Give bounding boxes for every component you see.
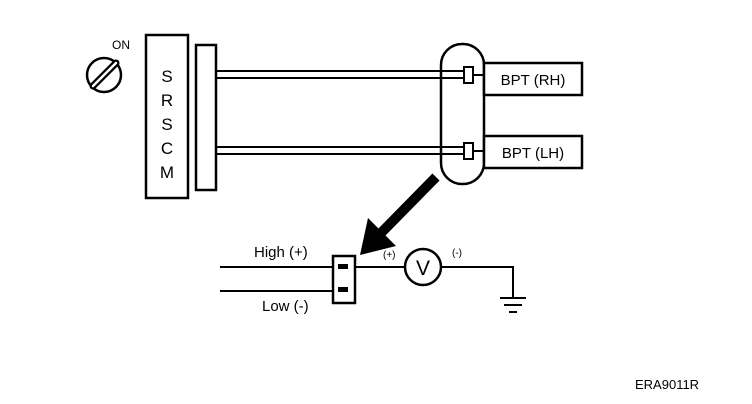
- bpt-lh-pin: [463, 142, 474, 160]
- bpt-rh-label: BPT (RH): [501, 72, 566, 89]
- ignition-on-label: ON: [112, 38, 130, 52]
- terminal-pin-low: [338, 287, 348, 292]
- bpt-rh-pin: [463, 66, 474, 84]
- harness-wires: [216, 70, 466, 155]
- meter-minus-label: (-): [452, 248, 462, 259]
- srscm-box: [144, 33, 190, 200]
- ground-icon: [500, 297, 526, 313]
- srscm-letter: R: [161, 91, 173, 110]
- meter-minus-lead: [441, 266, 514, 297]
- probe-low-label: Low (-): [262, 298, 309, 315]
- srscm-letter: S: [161, 115, 172, 134]
- srscm-letter: C: [161, 139, 173, 158]
- terminal-pin-high: [338, 264, 348, 269]
- bpt-lh-label-box: [482, 134, 584, 170]
- ignition-switch: ON: [85, 38, 130, 94]
- srscm-letter: M: [160, 163, 174, 182]
- meter-plus-label: (+): [383, 250, 396, 261]
- terminal-housing: [331, 254, 357, 305]
- voltmeter-symbol: V: [416, 257, 430, 280]
- bpt-lh-label: BPT (LH): [502, 145, 564, 162]
- bpt-connector-housing: [439, 42, 486, 186]
- srscm-module: S R S C M: [144, 33, 218, 200]
- detail-arrow-icon: [360, 173, 440, 255]
- srscm-connector: [194, 43, 218, 192]
- probe-high-label: High (+): [254, 244, 308, 261]
- terminal-block: [331, 254, 357, 305]
- probe-wires: [220, 266, 333, 292]
- srscm-letter: S: [161, 67, 172, 86]
- figure-code: ERA9011R: [635, 377, 699, 392]
- bpt-rh-label-box: [482, 61, 584, 97]
